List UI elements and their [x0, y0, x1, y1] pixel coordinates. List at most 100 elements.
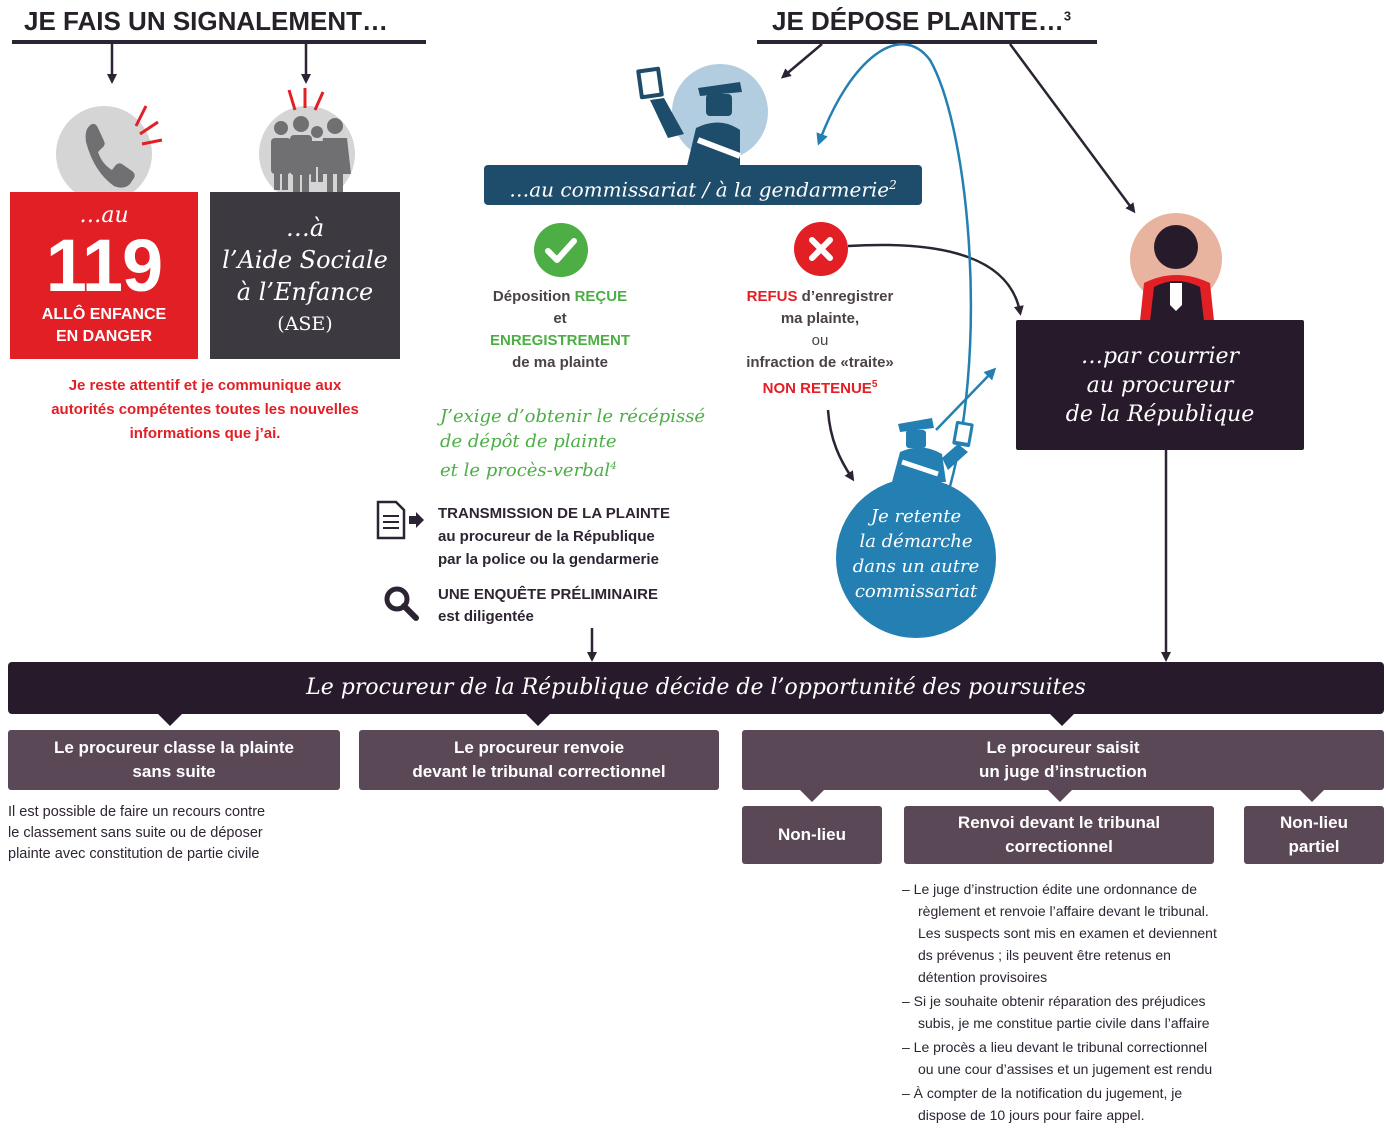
exige-line1: J’exige d’obtenir le récépissé	[440, 406, 706, 427]
retente-line3: dans un autre	[852, 556, 980, 577]
enquete-text: UNE ENQUÊTE PRÉLIMINAIRE est diligentée	[438, 584, 738, 628]
bullet-list: – Le juge d’instruction édite une ordonn…	[902, 878, 1322, 1126]
transmission-line1: TRANSMISSION DE LA PLAINTE	[438, 505, 670, 522]
sub-renvoi-line1: Renvoi devant le tribunal	[957, 813, 1161, 832]
refused-text: REFUS d’enregistrer ma plainte, ou infra…	[710, 286, 930, 400]
received-w1: Déposition	[492, 288, 575, 305]
refused-w4: ou	[811, 332, 829, 349]
courrier-line3: de la République	[1065, 401, 1255, 427]
retente-circle: Je retente la démarche dans un autre com…	[836, 478, 996, 638]
bullet-1-line3: Les suspects sont mis en examen et devie…	[918, 925, 1217, 941]
refused-sup: 5	[871, 379, 878, 390]
family-icon	[255, 88, 375, 208]
bullet-3-line1: – Le procès a lieu devant le tribunal co…	[902, 1039, 1208, 1055]
bullet-2-line1: – Si je souhaite obtenir réparation des …	[902, 993, 1206, 1009]
bullet-1-line4: ds prévenus ; ils peuvent être retenus e…	[918, 947, 1171, 963]
box-ase: …à l’Aide Sociale à l’Enfance (ASE)	[210, 192, 400, 359]
sub-nonlieu: Non-lieu	[742, 806, 882, 864]
recours-line1: Il est possible de faire un recours cont…	[8, 804, 266, 820]
box-119-line2: EN DANGER	[55, 327, 152, 345]
right-header-sup: 3	[1063, 8, 1072, 24]
bullet-item-3: – Le procès a lieu devant le tribunal co…	[902, 1036, 1322, 1080]
received-w3: et	[553, 310, 567, 327]
exige-text: J’exige d’obtenir le récépissé de dépôt …	[440, 404, 740, 483]
refused-w2: d’enregistrer	[797, 288, 894, 305]
courrier-box: …par courrier au procureur de la Républi…	[1016, 320, 1304, 450]
bullet-1-line5: détention provisoires	[918, 969, 1048, 985]
courrier-line2: au procureur	[1086, 372, 1234, 398]
received-w5: de ma plainte	[512, 354, 608, 371]
sub-renvoi-line2: correctionnel	[1005, 837, 1113, 856]
sub-renvoi: Renvoi devant le tribunal correctionnel	[904, 806, 1214, 864]
recours-line2: le classement sans suite ou de déposer	[8, 825, 263, 841]
magnifier-icon	[382, 584, 422, 629]
outcome-classe-line2: sans suite	[132, 762, 216, 781]
right-header-text: JE DÉPOSE PLAINTE…	[772, 6, 1064, 36]
exige-line2: de dépôt de plainte	[440, 431, 617, 452]
juge-notch-2	[1048, 790, 1072, 802]
outcome-juge: Le procureur saisit un juge d’instructio…	[742, 730, 1384, 790]
attentif-text: Je reste attentif et je communique aux a…	[0, 374, 410, 446]
courrier-line1: …par courrier	[1080, 343, 1240, 369]
juge-notch-3	[1300, 790, 1324, 802]
retente-line2: la démarche	[859, 531, 973, 552]
bullet-item-2: – Si je souhaite obtenir réparation des …	[902, 990, 1322, 1034]
document-icon	[374, 500, 426, 545]
left-header-underline	[12, 40, 426, 44]
box-119-number: 119	[45, 223, 163, 307]
judge-icon	[1124, 205, 1234, 326]
commissariat-banner-sup: 2	[889, 178, 897, 192]
left-header: JE FAIS UN SIGNALEMENT…	[24, 6, 389, 36]
refused-w1: REFUS	[746, 288, 798, 305]
attentif-line1: Je reste attentif et je communique aux	[68, 377, 342, 394]
received-text: Déposition REÇUE et ENREGISTREMENT de ma…	[440, 286, 680, 374]
banner-notch-right	[1050, 714, 1074, 726]
procureur-banner: Le procureur de la République décide de …	[8, 662, 1384, 714]
attentif-line3: informations que j’ai.	[129, 425, 281, 442]
police-officer-icon	[636, 58, 786, 175]
outcome-classe: Le procureur classe la plainte sans suit…	[8, 730, 340, 790]
box-119-prefix: …au	[79, 202, 129, 228]
refused-w3: ma plainte,	[780, 310, 860, 327]
enquete-line2: est diligentée	[438, 608, 534, 625]
phone-icon	[54, 94, 164, 209]
cross-icon	[794, 222, 848, 281]
retente-line1: Je retente	[870, 506, 962, 527]
bullet-4-line2: dispose de 10 jours pour faire appel.	[918, 1107, 1145, 1123]
box-ase-line1: …à	[285, 213, 325, 242]
bullet-1-line1: – Le juge d’instruction édite une ordonn…	[902, 881, 1197, 897]
exige-line3: et le procès-verbal	[440, 460, 611, 481]
box-ase-line2: l’Aide Sociale	[222, 245, 388, 274]
box-119-line1: ALLÔ ENFANCE	[41, 305, 167, 323]
recours-line3: plainte avec constitution de partie civi…	[8, 846, 260, 862]
sub-partiel: Non-lieu partiel	[1244, 806, 1384, 864]
transmission-line2: au procureur de la République	[438, 528, 655, 545]
outcome-renvoi: Le procureur renvoie devant le tribunal …	[359, 730, 719, 790]
juge-notch-1	[800, 790, 824, 802]
bullet-4-line1: – À compter de la notification du jugeme…	[902, 1085, 1183, 1101]
commissariat-banner: …au commissariat / à la gendarmerie2	[484, 165, 922, 205]
outcome-renvoi-line1: Le procureur renvoie	[453, 738, 625, 757]
sub-partiel-line1: Non-lieu	[1280, 813, 1348, 832]
right-header-underline	[757, 40, 1097, 44]
police-officer-small-icon	[882, 408, 982, 487]
recours-text: Il est possible de faire un recours cont…	[8, 802, 348, 865]
sub-partiel-line2: partiel	[1288, 837, 1340, 856]
outcome-juge-line1: Le procureur saisit	[986, 738, 1140, 757]
received-w2: REÇUE	[574, 288, 628, 305]
refused-w5: infraction de «traite»	[746, 354, 894, 371]
bullet-item-1: – Le juge d’instruction édite une ordonn…	[902, 878, 1322, 988]
outcome-renvoi-line2: devant le tribunal correctionnel	[412, 762, 666, 781]
box-119: …au 119 ALLÔ ENFANCE EN DANGER	[10, 192, 198, 359]
received-w4: ENREGISTREMENT	[489, 332, 630, 349]
exige-sup: 4	[610, 461, 617, 472]
check-icon	[534, 223, 588, 282]
attentif-line2: autorités compétentes toutes les nouvell…	[51, 401, 359, 418]
bullet-3-line2: ou une cour d’assises et un jugement est…	[918, 1061, 1213, 1077]
retente-line4: commissariat	[854, 581, 978, 602]
bullet-1-line2: règlement et renvoie l’affaire devant le…	[918, 903, 1209, 919]
box-ase-line4: (ASE)	[277, 312, 333, 335]
outcome-juge-line2: un juge d’instruction	[978, 762, 1148, 781]
right-header: JE DÉPOSE PLAINTE…3	[772, 6, 1071, 37]
